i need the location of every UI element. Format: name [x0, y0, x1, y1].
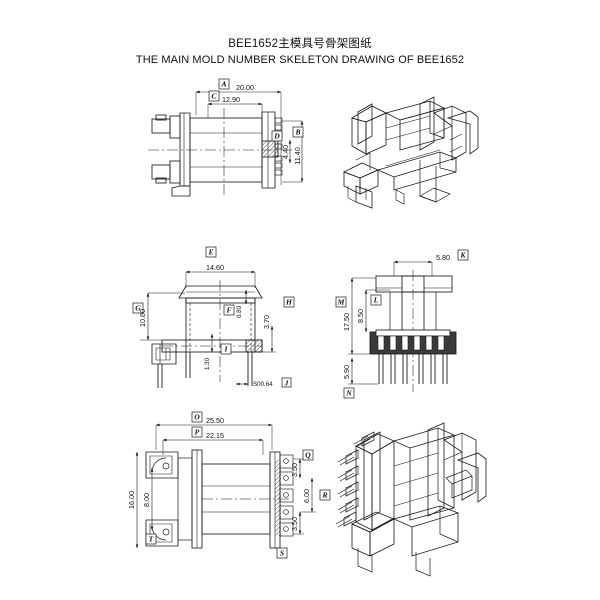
balloon-R	[319, 489, 331, 501]
balloon-M-label: M	[337, 298, 345, 307]
balloon-K	[457, 249, 469, 261]
balloon-P	[191, 426, 203, 438]
balloon-O-label: O	[194, 413, 200, 422]
balloon-I	[220, 343, 232, 355]
view-mid-right-end	[348, 260, 457, 392]
balloon-S-label: S	[280, 549, 284, 558]
balloon-N-label: N	[345, 389, 352, 398]
balloon-I-label: I	[224, 345, 229, 354]
balloon-F	[223, 304, 235, 316]
dim-B-value: 11.40	[293, 147, 302, 164]
balloon-D-label: D	[273, 132, 280, 141]
balloon-N	[343, 387, 355, 399]
balloon-S	[276, 547, 288, 559]
dim-M-value: 17.50	[342, 313, 351, 331]
dim-G-value: 10.60	[138, 309, 147, 327]
balloon-F-label: F	[226, 306, 231, 315]
balloon-M	[335, 296, 347, 308]
dim-Q-value: 3.50	[290, 463, 299, 477]
view-top-left-front	[148, 90, 304, 197]
title-chinese: BEE1652主模具号骨架图纸	[228, 38, 372, 50]
dim-S-value: 3.50	[290, 517, 299, 531]
balloon-K-label: K	[459, 251, 466, 260]
balloon-E-label: E	[207, 248, 213, 257]
balloon-G-label: G	[135, 304, 141, 313]
dim-T-value: 8.00	[142, 493, 151, 507]
dim-E-value: 14.60	[206, 263, 224, 272]
balloon-C-label: C	[211, 92, 217, 101]
dim-H-value: 3.70	[262, 315, 271, 329]
balloon-H	[283, 296, 295, 308]
balloon-H-label: H	[285, 298, 293, 307]
dim-L-value: 8.50	[356, 309, 365, 323]
balloon-G	[132, 302, 144, 314]
dim-K-value: 5.80	[436, 253, 450, 262]
title-block: BEE1652主模具号骨架图纸 THE MAIN MOLD NUMBER SKE…	[0, 36, 600, 69]
dim-J-value: S00.64	[253, 381, 273, 388]
balloon-A	[218, 78, 230, 90]
view-mid-left-side	[140, 270, 292, 388]
dim-A-value: 20.00	[236, 83, 254, 92]
balloon-D	[271, 130, 283, 142]
balloon-O	[191, 411, 203, 423]
balloon-P-label: P	[195, 428, 200, 437]
dim-C-value: 12.90	[222, 95, 240, 104]
dim-R-value: 6.00	[302, 489, 311, 503]
balloon-T	[145, 533, 157, 545]
balloon-C	[208, 90, 220, 102]
dim-N-value: 5.90	[342, 365, 351, 379]
view-bottom-right-isometric	[335, 422, 487, 577]
dim-U-value: 16.00	[127, 491, 136, 509]
dim-P-value: 22.15	[206, 431, 224, 440]
view-top-right-isometric	[343, 96, 479, 209]
dim-F-value: 0.80	[236, 305, 243, 318]
balloon-T-label: T	[149, 535, 154, 544]
dim-D-value: 4.40	[281, 145, 290, 159]
balloon-Q	[302, 449, 314, 461]
balloon-B-label: B	[294, 128, 300, 137]
title-english: THE MAIN MOLD NUMBER SKELETON DRAWING OF…	[135, 53, 465, 66]
dim-I-value: 1.30	[204, 357, 211, 370]
balloon-Q-label: Q	[305, 451, 311, 460]
balloon-E	[205, 246, 217, 258]
dimension-annotations: A 20.00 C 12.90 D 4.40 B 11.40 E 14.60 F…	[127, 78, 469, 559]
balloon-R-label: R	[321, 491, 327, 500]
balloon-L	[370, 294, 382, 306]
balloon-A-label: A	[220, 80, 226, 89]
balloon-J-label: J	[284, 379, 289, 388]
dim-O-value: 25.50	[206, 416, 224, 425]
balloon-L-label: L	[373, 296, 379, 305]
balloon-B	[292, 126, 304, 138]
